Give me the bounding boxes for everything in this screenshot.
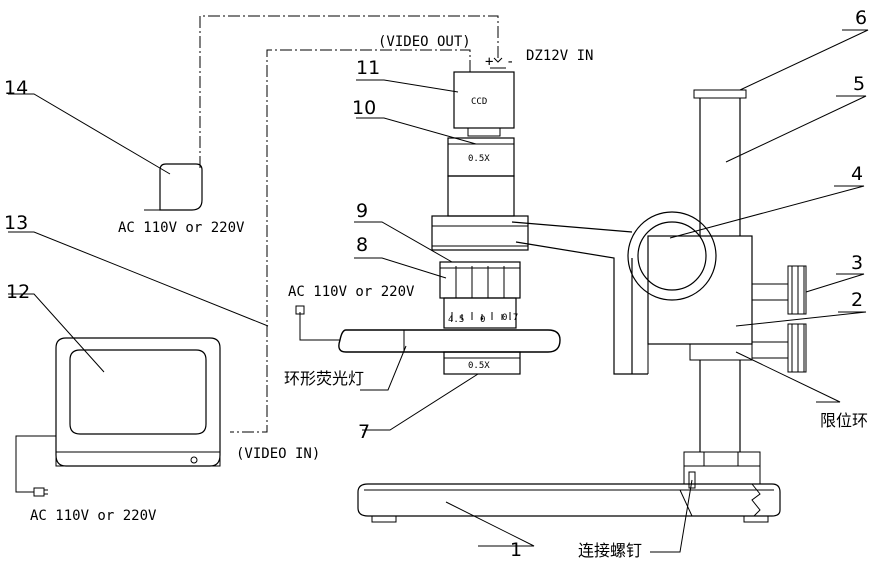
video-out-label: (VIDEO OUT)	[378, 34, 471, 50]
callout-10: 10	[352, 97, 376, 119]
callout-2: 2	[851, 289, 863, 311]
ring-light-label: 环形荧光灯	[284, 369, 364, 388]
scale-right-label: 0.7	[502, 313, 518, 323]
callout-1: 1	[510, 539, 522, 561]
video-in-label: (VIDEO IN)	[236, 446, 320, 462]
lens-bottom-label: 0.5X	[468, 361, 490, 371]
callout-4: 4	[851, 163, 863, 185]
callout-14: 14	[4, 77, 28, 99]
callout-7: 7	[358, 421, 370, 443]
microscope-body	[295, 71, 561, 375]
focus-block	[627, 211, 807, 373]
ac-ring-label: AC 110V or 220V	[288, 284, 415, 300]
scale-mid-label: 0	[480, 315, 485, 325]
scale-left-label: 4.5	[448, 315, 464, 325]
callout-11: 11	[356, 57, 380, 79]
callout-5: 5	[853, 73, 865, 95]
power-cable	[199, 15, 499, 168]
leader-lines	[8, 29, 869, 553]
stop-ring-label: 限位环	[820, 411, 868, 430]
text-labels: (VIDEO OUT) + - DZ12V IN AC 110V or 220V…	[30, 34, 868, 560]
callout-numbers: 1 2 3 4 5 6 7 8 9 10 11 12 13 14	[4, 7, 867, 561]
ac-adapter-label: AC 110V or 220V	[118, 220, 245, 236]
minus-label: -	[506, 54, 514, 70]
power-adapter	[144, 163, 203, 211]
ac-monitor-label: AC 110V or 220V	[30, 508, 157, 524]
pillar	[683, 89, 761, 489]
cables	[199, 15, 506, 433]
monitor	[15, 337, 221, 497]
ccd-label: CCD	[471, 97, 487, 107]
lens-top-label: 0.5X	[468, 154, 490, 164]
callout-13: 13	[4, 212, 28, 234]
callout-9: 9	[356, 200, 368, 222]
callout-3: 3	[851, 252, 863, 274]
plus-label: +	[485, 54, 493, 70]
screw-label: 连接螺钉	[578, 541, 642, 560]
base	[357, 483, 781, 523]
callout-8: 8	[356, 234, 368, 256]
callout-12: 12	[6, 281, 30, 303]
video-cable	[230, 49, 471, 433]
callout-6: 6	[855, 7, 867, 29]
arm	[511, 221, 649, 375]
power-in-label: DZ12V IN	[526, 48, 593, 64]
